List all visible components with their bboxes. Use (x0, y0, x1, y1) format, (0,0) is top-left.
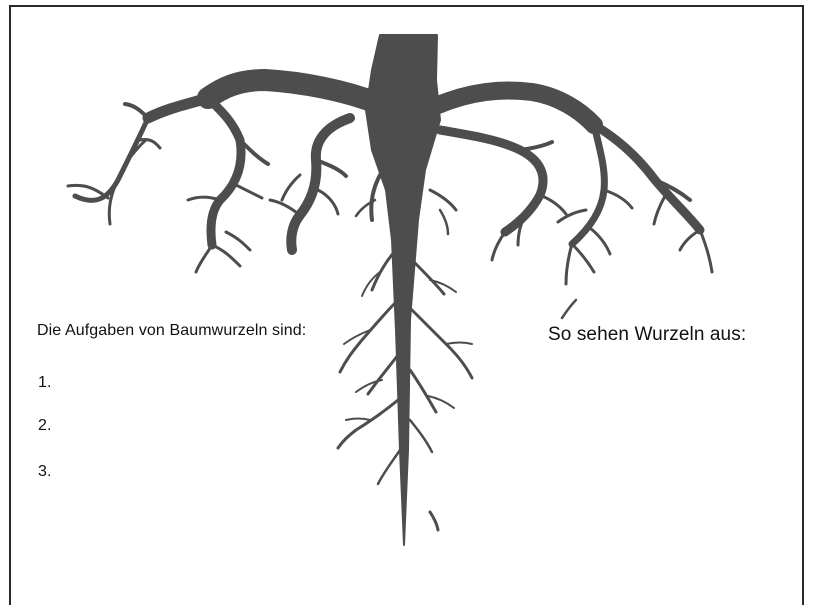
roots-tasks-heading: Die Aufgaben von Baumwurzeln sind: (37, 322, 306, 340)
list-item-number: 2. (38, 417, 52, 435)
list-item-number: 1. (38, 374, 52, 392)
list-item-number: 3. (38, 463, 52, 481)
roots-appearance-heading: So sehen Wurzeln aus: (548, 324, 746, 346)
